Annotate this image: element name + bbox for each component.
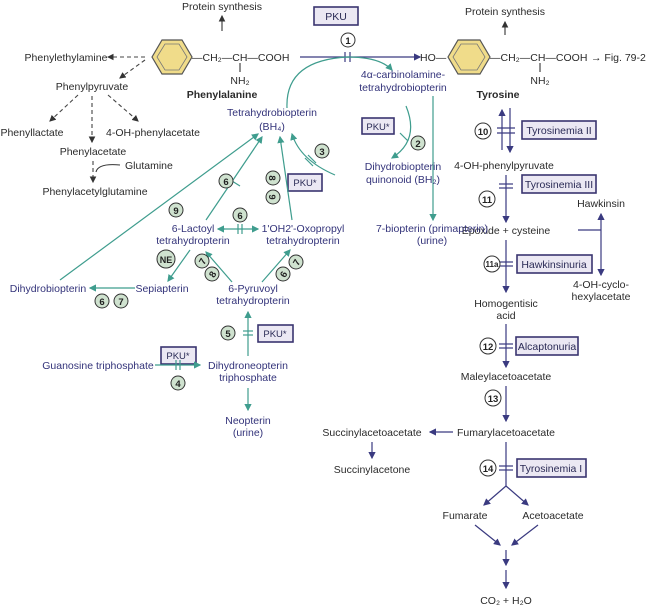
primapterin-2: (urine): [417, 235, 447, 247]
fig-79-2-link: → Fig. 79-2: [591, 52, 646, 64]
enzyme-1: 1: [345, 36, 351, 47]
phenylethylamine: Phenylethylamine: [25, 52, 108, 64]
tyrosine-label: Tyrosine: [477, 89, 520, 101]
fumarylacetoacetate: Fumarylacetoacetate: [457, 427, 555, 439]
enzyme-6-d: 6: [99, 297, 104, 308]
epoxide-cysteine: Epoxide + cysteine: [462, 225, 551, 237]
enzyme-9-a: 9: [266, 194, 277, 199]
tetrahydrobiopterin-2: (BH₄): [259, 121, 285, 133]
tyrosinemia-ii-box: Tyrosinemia II: [526, 125, 591, 137]
tyrosinemia-iii-box: Tyrosinemia III: [525, 179, 593, 191]
maleylacetoacetate: Maleylacetoacetate: [461, 371, 552, 383]
enzyme-ne: NE: [160, 255, 173, 265]
neopterin-1: Neopterin: [225, 415, 271, 427]
phenylpyruvate: Phenylpyruvate: [56, 81, 129, 93]
phenylacetylglutamine: Phenylacetylglutamine: [42, 186, 147, 198]
enzyme-6-a: 6: [223, 177, 228, 188]
protein-synthesis-phe: Protein synthesis: [182, 1, 262, 13]
pku-star-box-5: PKU*: [263, 329, 287, 340]
enzyme-6-c: 6: [278, 270, 290, 280]
sepiapterin: Sepiapterin: [135, 283, 188, 295]
carbinolamine-2: tetrahydrobiopterin: [359, 82, 447, 94]
guanosine-triphosphate: Guanosine triphosphate: [42, 360, 154, 372]
phenylalanine-label: Phenylalanine: [187, 89, 258, 101]
pku-box: [313, 6, 359, 26]
pyruvoyl-2: tetrahydropterin: [216, 295, 290, 307]
phe-nh2: NH₂: [230, 75, 249, 87]
protein-synthesis-tyr: Protein synthesis: [465, 6, 545, 18]
oh-phenylpyruvate: 4-OH-phenylpyruvate: [454, 160, 554, 172]
lactoyl-1: 6-Lactoyl: [172, 223, 215, 235]
phenyllactate: Phenyllactate: [0, 127, 63, 139]
enzyme-7-b: 7: [291, 258, 303, 268]
enzyme-7-a: 7: [197, 257, 209, 267]
dihydrobiopterin: Dihydrobiopterin: [10, 283, 87, 295]
phe-side-chain: —CH₂—CH—COOH: [192, 52, 289, 64]
oh-cyclohexylacetate-2: hexylacetate: [572, 291, 631, 303]
tyr-side-chain: —CH₂—CH—COOH: [490, 52, 587, 64]
enzyme-9-b: 9: [173, 206, 178, 217]
glutamine: Glutamine: [125, 160, 173, 172]
enzyme-11: 11: [482, 195, 493, 206]
hawkinsinuria-box: Hawkinsinuria: [521, 259, 587, 271]
primapterin-1: 7-biopterin (primapterin): [376, 223, 488, 235]
dihydroneopterin-1: Dihydroneopterin: [208, 360, 288, 372]
enzyme-10: 10: [478, 127, 489, 138]
enzyme-7-c: 7: [118, 297, 123, 308]
neopterin-2: (urine): [233, 427, 263, 439]
co2-h2o: CO₂ + H₂O: [480, 595, 532, 607]
succinylacetoacetate: Succinylacetoacetate: [322, 427, 421, 439]
dihydrobiopterin-quinonoid-2: quinonoid (BH₂): [366, 174, 440, 186]
carbinolamine-1: 4α-carbinolamine-: [361, 69, 446, 81]
enzyme-12: 12: [483, 342, 494, 353]
acetoacetate: Acetoacetate: [522, 510, 583, 522]
enzyme-2: 2: [415, 139, 420, 150]
enzyme-3: 3: [319, 147, 324, 158]
benzene-ring-icon: [151, 39, 193, 75]
succinylacetone: Succinylacetone: [334, 464, 411, 476]
benzene-ring-icon: [447, 39, 491, 75]
phenylacetate: Phenylacetate: [60, 146, 127, 158]
oxopropyl-2: tetrahydropterin: [266, 235, 340, 247]
enzyme-14: 14: [483, 464, 494, 475]
tetrahydrobiopterin-1: Tetrahydrobiopterin: [227, 107, 317, 119]
dihydrobiopterin-quinonoid-1: Dihydrobiopterin: [365, 161, 442, 173]
tyr-ho: HO—: [420, 52, 447, 64]
oxopropyl-1: 1'OH2'-Oxopropyl: [262, 223, 345, 235]
homogentisic-acid-1: Homogentisic: [474, 298, 538, 310]
enzyme-6-b: 6: [237, 211, 242, 222]
enzyme-4: 4: [175, 379, 181, 390]
pku-star-box-4: PKU*: [166, 351, 190, 362]
enzyme-13: 13: [488, 394, 499, 405]
oh-cyclohexylacetate-1: 4-OH-cyclo-: [573, 279, 630, 291]
phenylalanine-group: Protein synthesis —CH₂—CH—COOH NH₂ Pheny…: [0, 1, 289, 198]
pah-reaction: PKU 1: [286, 6, 422, 109]
hawkinsin: Hawkinsin: [577, 198, 625, 210]
dihydroneopterin-2: triphosphate: [219, 372, 277, 384]
enzyme-5: 5: [225, 329, 231, 340]
biopterin-pathway: 4α-carbinolamine- tetrahydrobiopterin 7-…: [10, 69, 488, 439]
alcaptonuria-box: Alcaptonuria: [518, 341, 577, 353]
oh-phenylacetate: 4-OH-phenylacetate: [106, 127, 200, 139]
enzyme-11a: 11a: [486, 260, 499, 269]
fumarate: Fumarate: [443, 510, 488, 522]
tyrosine-group: Protein synthesis HO— —CH₂—CH—COOH → Fig…: [322, 6, 646, 607]
lactoyl-2: tetrahydropterin: [156, 235, 230, 247]
homogentisic-acid-2: acid: [496, 310, 515, 322]
pku-star-box-2: PKU*: [366, 122, 390, 133]
pyruvoyl-1: 6-Pyruvoyl: [228, 283, 278, 295]
tyr-nh2: NH₂: [530, 75, 549, 87]
pku-label: PKU: [325, 11, 347, 23]
enzyme-8-a: 8: [266, 175, 277, 180]
pku-star-box-3: PKU*: [293, 178, 317, 189]
enzyme-8-b: 8: [207, 270, 219, 280]
tyrosinemia-i-box: Tyrosinemia I: [520, 463, 582, 475]
enzyme-1-circle: [340, 32, 356, 48]
